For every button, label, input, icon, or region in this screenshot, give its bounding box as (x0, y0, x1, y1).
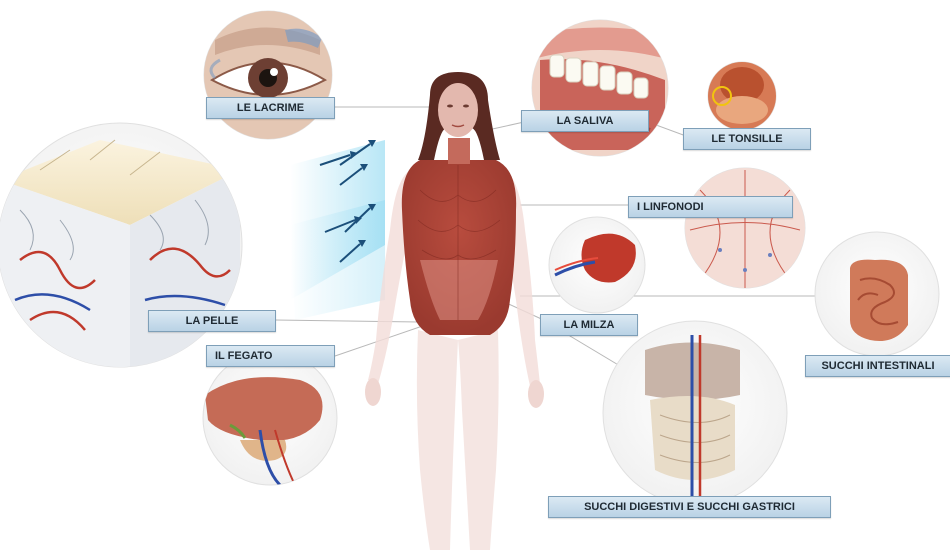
airflow-arrows-icon (290, 140, 385, 320)
label-spleen: LA MILZA (540, 314, 638, 336)
skin-cross-section-illustration (0, 123, 242, 380)
label-intestinal-juices: SUCCHI INTESTINALI (805, 355, 950, 377)
label-tonsils: LE TONSILLE (683, 128, 811, 150)
tonsils-illustration (705, 60, 780, 135)
intestine-illustration (815, 232, 939, 356)
label-lymph-nodes: I LINFONODI (628, 196, 793, 218)
liver-illustration (203, 351, 337, 485)
label-skin: LA PELLE (148, 310, 276, 332)
label-tears: LE LACRIME (206, 97, 335, 119)
mouth-illustration (530, 18, 670, 158)
eye-illustration (200, 10, 340, 150)
digestive-organs-illustration (603, 321, 787, 505)
lymph-nodes-illustration (685, 168, 805, 290)
label-digestive-juices: SUCCHI DIGESTIVI E SUCCHI GASTRICI (548, 496, 831, 518)
human-body-illustration (365, 72, 544, 550)
label-saliva: LA SALIVA (521, 110, 649, 132)
spleen-illustration (549, 217, 645, 313)
label-liver: IL FEGATO (206, 345, 335, 367)
